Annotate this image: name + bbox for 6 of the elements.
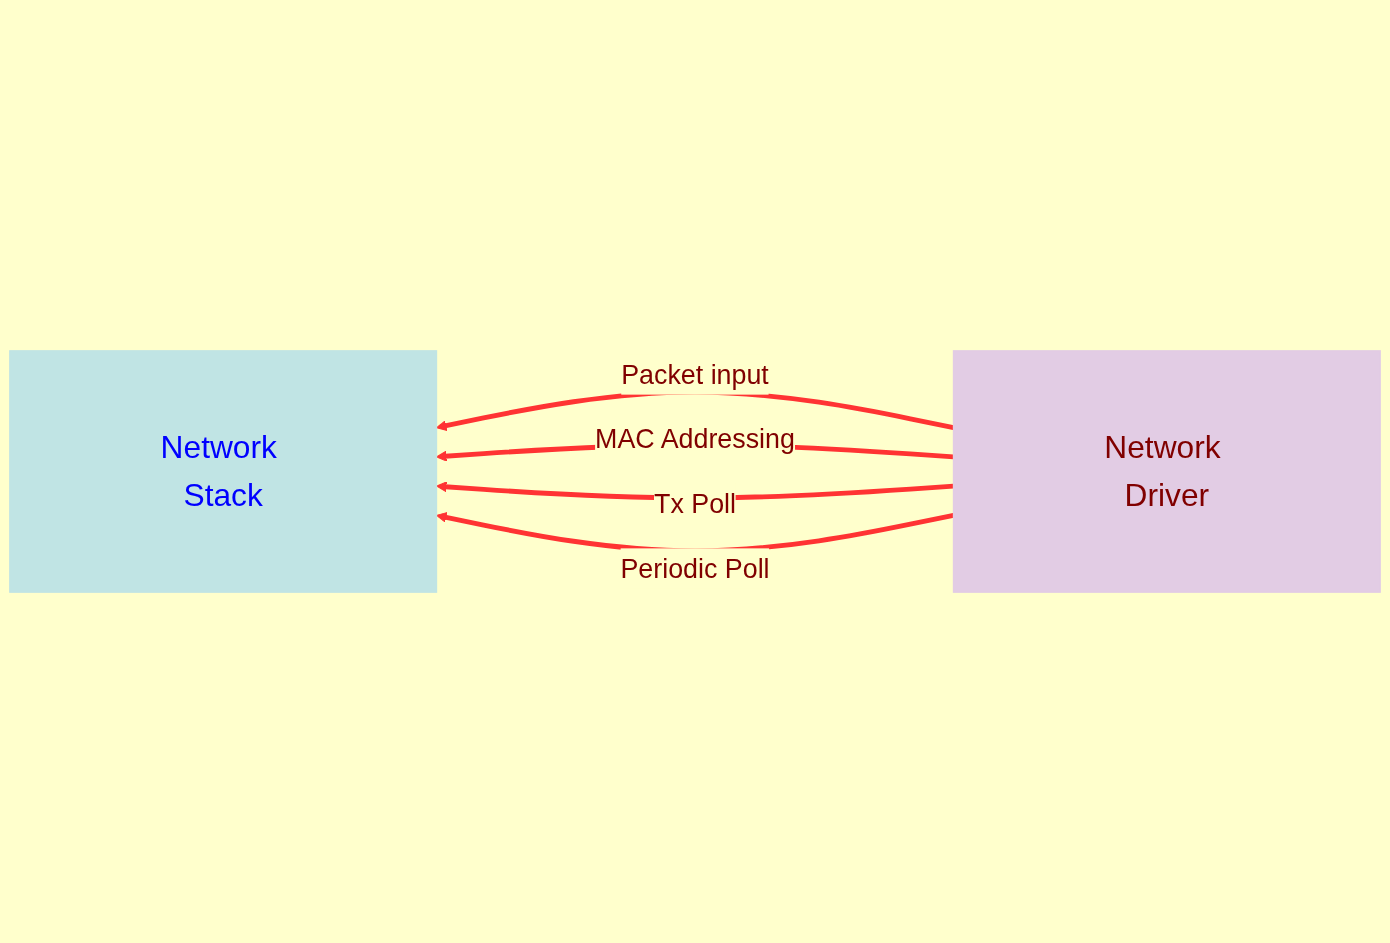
node-box: Network Driver <box>952 350 1381 593</box>
edge-label: Periodic Poll <box>620 553 770 584</box>
node-box: Network Stack <box>9 350 438 593</box>
edge-label: Tx Poll <box>654 488 736 520</box>
edge-label: MAC Addressing <box>595 423 795 455</box>
edge-label: Packet input <box>621 359 769 390</box>
